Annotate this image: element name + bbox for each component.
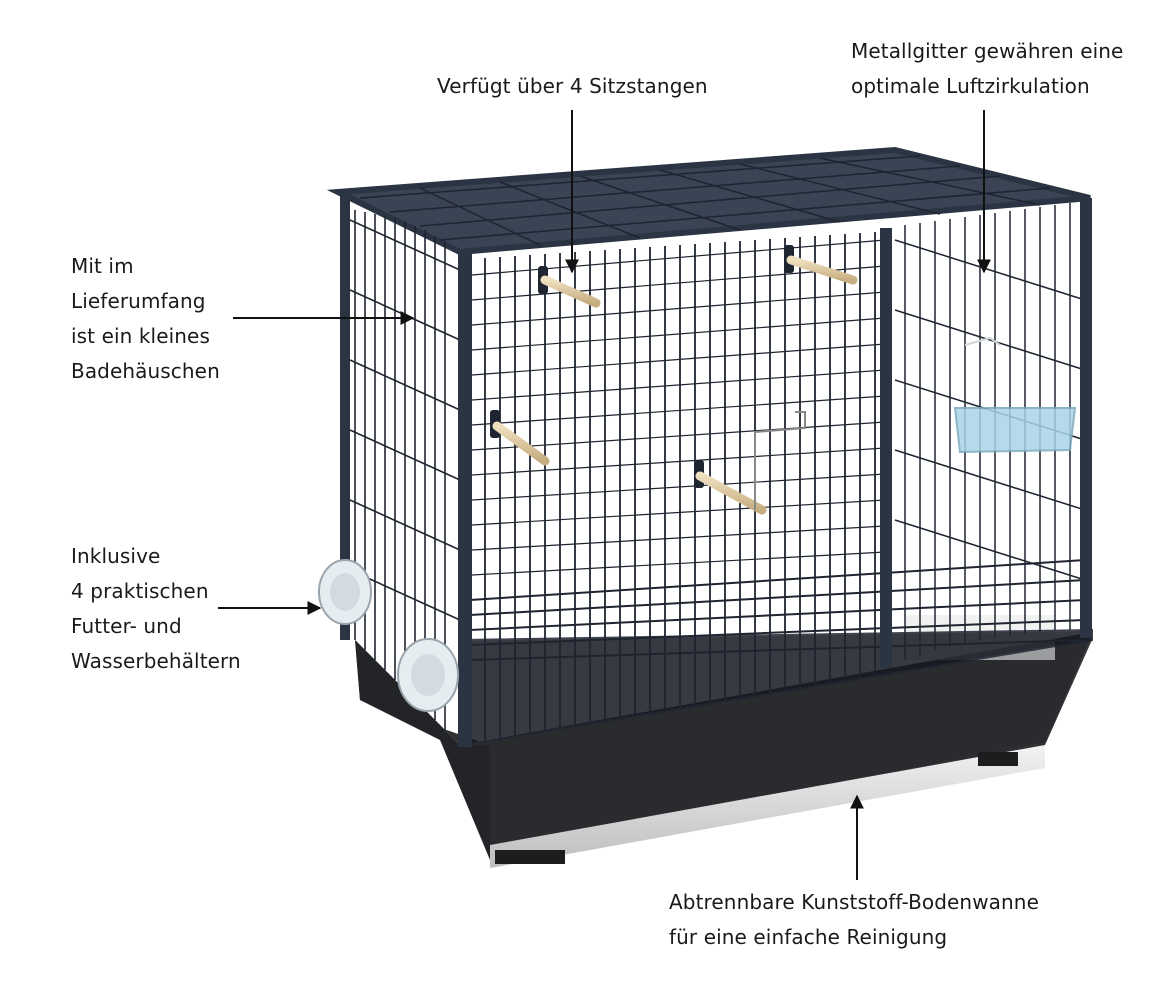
perch-3 [490, 410, 550, 466]
perches [490, 245, 858, 515]
feeders [318, 559, 459, 712]
annotation-feeders: Inklusive 4 praktischen Futter- und Wass… [71, 539, 241, 679]
annotation-line: Badehäuschen [71, 359, 220, 383]
annotation-metal-grid: Metallgitter gewähren eine optimale Luft… [851, 34, 1123, 104]
annotation-line: für eine einfache Reinigung [669, 925, 948, 949]
annotation-base-tray: Abtrennbare Kunststoff-Bodenwanne für ei… [669, 885, 1039, 955]
feeder-1 [318, 559, 372, 625]
annotation-bath-house: Mit im Lieferumfang ist ein kleines Bade… [71, 249, 220, 389]
front-panel [458, 228, 892, 747]
annotation-perches: Verfügt über 4 Sitzstangen [437, 69, 708, 104]
perch-1 [538, 266, 601, 308]
door-handle-wire [754, 411, 806, 510]
feeder-2 [397, 638, 459, 712]
perch-2 [784, 245, 858, 285]
annotation-arrows [218, 110, 991, 880]
base-tray [355, 615, 1092, 868]
annotation-line: Metallgitter gewähren eine [851, 39, 1124, 63]
annotation-line: Lieferumfang [71, 289, 206, 313]
annotation-line: Futter- und [71, 614, 182, 638]
annotation-line: 4 praktischen [71, 579, 209, 603]
annotation-line: Verfügt über 4 Sitzstangen [437, 74, 708, 98]
cage-lid [326, 146, 1091, 256]
annotation-line: Abtrennbare Kunststoff-Bodenwanne [669, 890, 1039, 914]
perch-4 [694, 460, 767, 515]
annotation-line: Wasserbehältern [71, 649, 241, 673]
annotation-line: Mit im [71, 254, 134, 278]
annotation-line: Inklusive [71, 544, 161, 568]
annotation-line: optimale Luftzirkulation [851, 74, 1090, 98]
annotation-line: ist ein kleines [71, 324, 210, 348]
bath-house [953, 336, 1077, 454]
